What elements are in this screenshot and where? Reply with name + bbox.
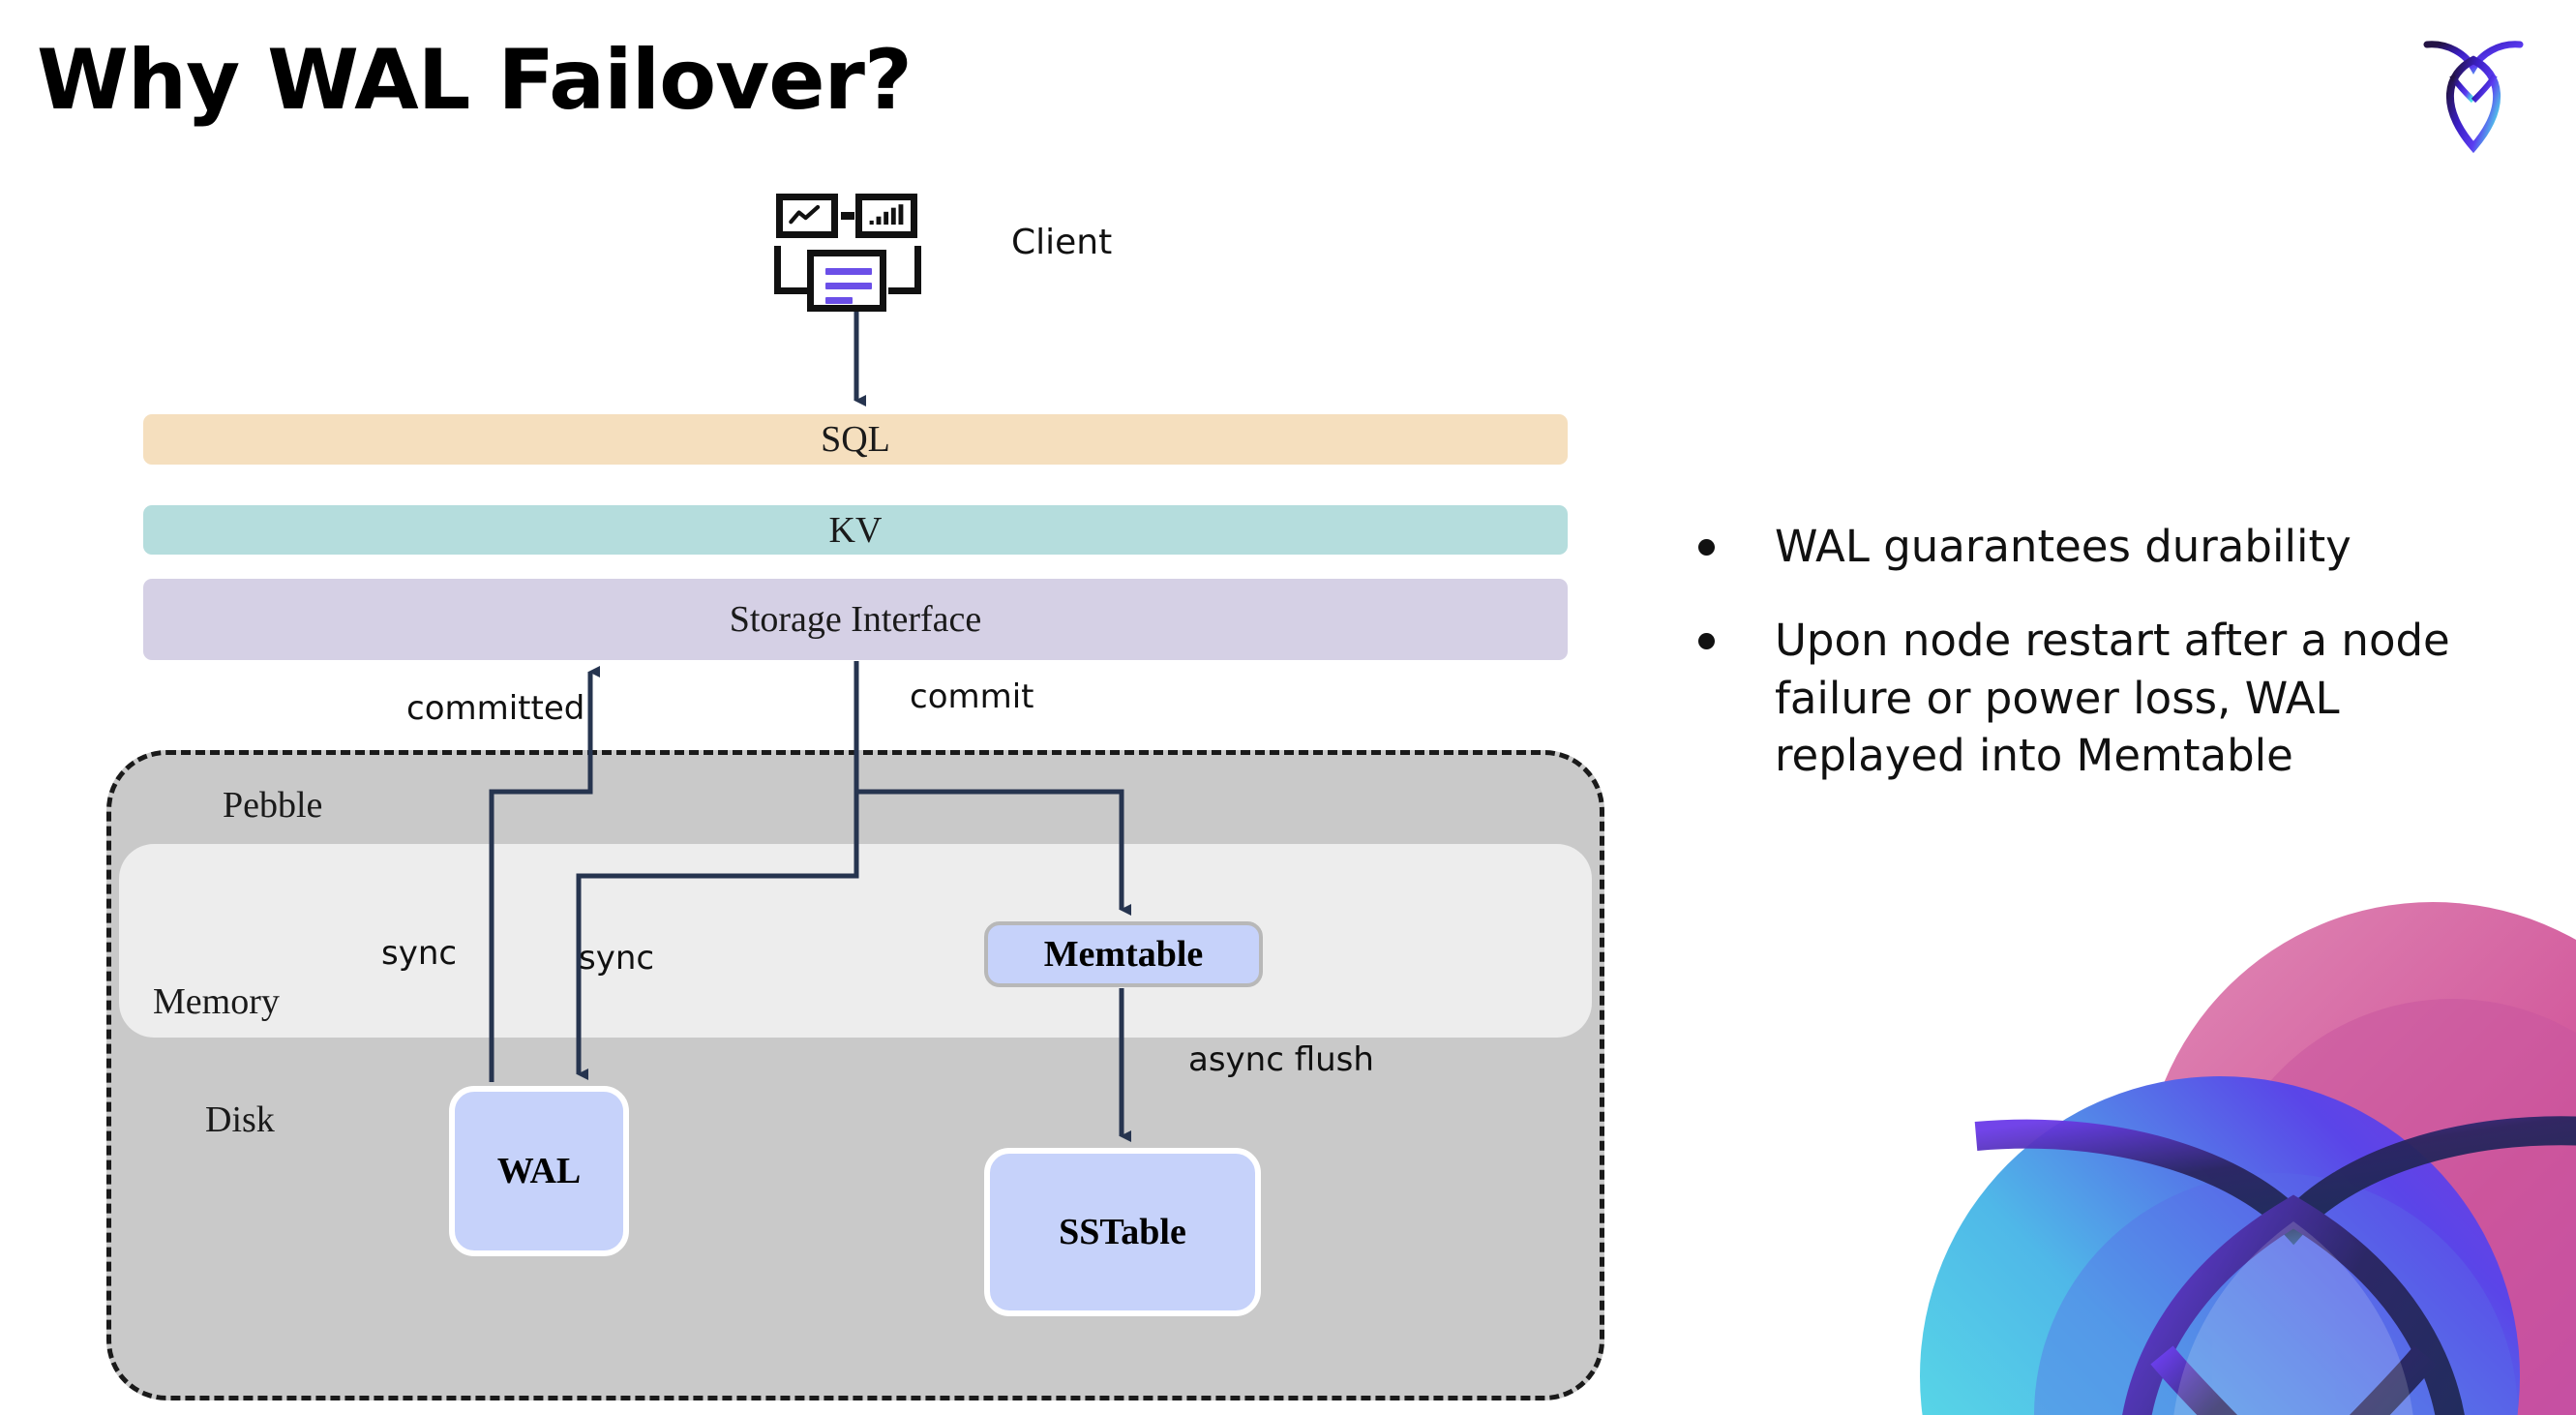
- dash-separator-icon: [841, 212, 854, 220]
- bracket-right-icon: [888, 246, 921, 294]
- bullet-dot-icon: [1698, 539, 1715, 556]
- cockroachdb-logo: [2415, 29, 2531, 154]
- decorative-graphic: [1860, 873, 2576, 1415]
- layer-bar-storage: Storage Interface: [143, 579, 1568, 660]
- edge-label-sync-right: sync: [579, 939, 655, 978]
- document-lines-icon: [807, 250, 886, 312]
- node-label-memtable: Memtable: [1043, 934, 1204, 975]
- client-devices-icon: [774, 194, 929, 315]
- memory-region: [119, 844, 1592, 1038]
- page-title: Why WAL Failover?: [37, 32, 913, 129]
- disk-label: Disk: [205, 1099, 275, 1140]
- layer-bar-kv: KV: [143, 505, 1568, 555]
- layer-label-sql: SQL: [821, 419, 890, 460]
- bullet-text: WAL guarantees durability: [1775, 521, 2351, 572]
- edge-label-commit: commit: [910, 677, 1034, 716]
- edge-label-async-flush: async flush: [1188, 1040, 1374, 1079]
- layer-label-kv: KV: [828, 509, 883, 551]
- list-item: Upon node restart after a node failure o…: [1698, 612, 2501, 784]
- list-item: WAL guarantees durability: [1698, 518, 2501, 575]
- bullet-dot-icon: [1698, 633, 1715, 650]
- line-chart-icon: [776, 194, 838, 238]
- bar-chart-icon: [855, 194, 917, 238]
- node-label-wal: WAL: [496, 1151, 582, 1191]
- bracket-left-icon: [774, 246, 807, 294]
- bullet-list: WAL guarantees durability Upon node rest…: [1698, 518, 2501, 822]
- bullet-text: Upon node restart after a node failure o…: [1775, 615, 2450, 782]
- pebble-label: Pebble: [223, 785, 323, 826]
- node-wal: WAL: [449, 1086, 629, 1256]
- layer-label-storage: Storage Interface: [729, 599, 982, 640]
- client-label: Client: [1011, 223, 1113, 262]
- memory-label: Memory: [153, 981, 280, 1022]
- node-memtable: Memtable: [984, 921, 1263, 987]
- edge-label-sync-left: sync: [381, 934, 458, 973]
- edge-label-committed: committed: [406, 689, 585, 728]
- node-label-sstable: SSTable: [1059, 1212, 1186, 1252]
- node-sstable: SSTable: [984, 1148, 1261, 1316]
- layer-bar-sql: SQL: [143, 414, 1568, 465]
